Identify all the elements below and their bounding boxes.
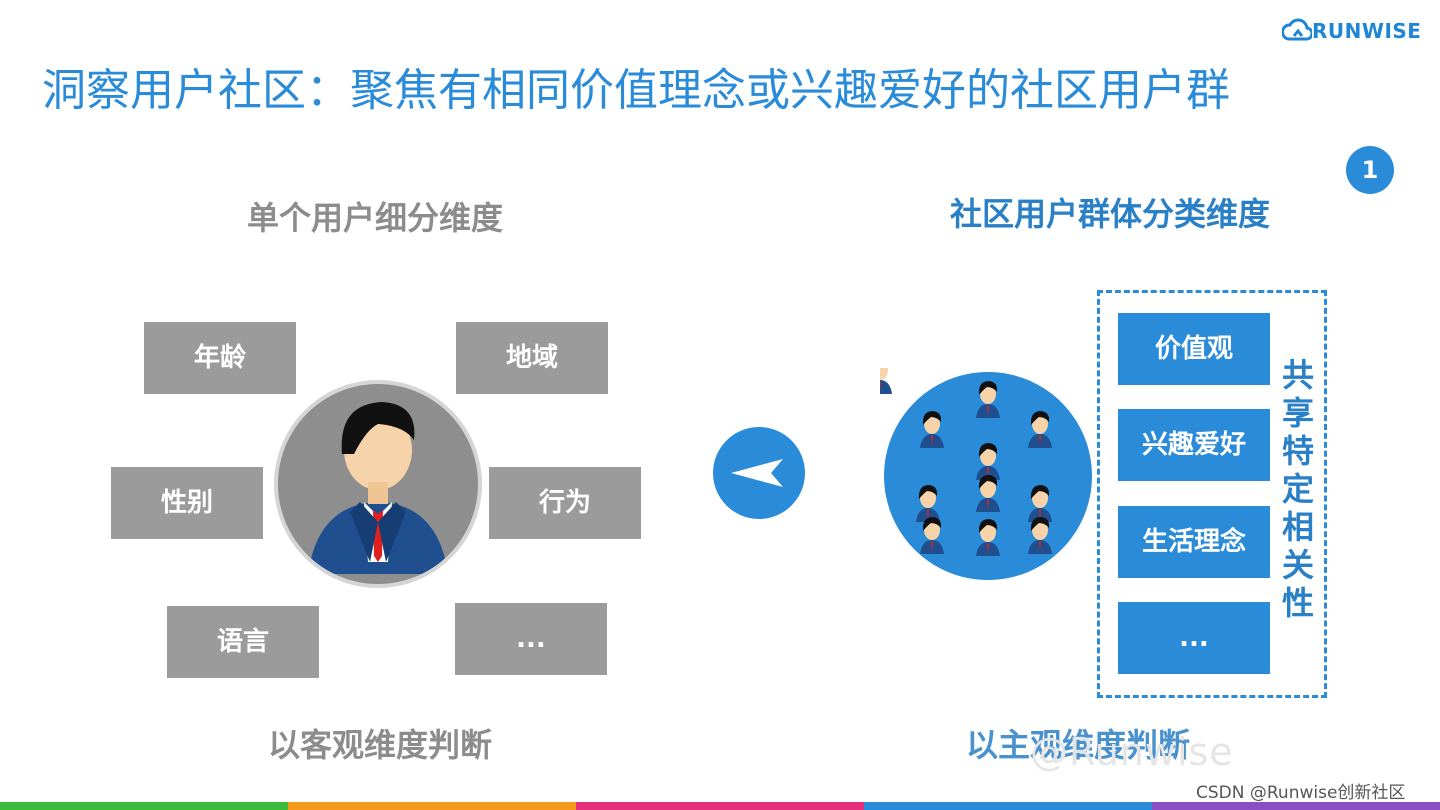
logo-text: RUNWISE [1312,19,1422,43]
strip-segment [1152,802,1440,810]
single-user-avatar [268,374,488,594]
shared-relevance-label: 共享特定相关性 [1281,356,1314,622]
user-group-avatar [868,357,1096,584]
dimension-box-more: ... [455,603,607,675]
runwise-logo: RUNWISE [1282,16,1421,48]
page-title: 洞察用户社区：聚焦有相同价值理念或兴趣爱好的社区用户群 [42,65,1230,116]
arrow-right-icon [711,425,807,521]
dimension-box-age: 年龄 [144,322,296,394]
dimension-box-region: 地域 [456,322,608,394]
strip-segment [0,802,288,810]
group-dimensions-frame [1097,290,1327,698]
right-section-footer: 以主观维度判断 [966,726,1191,764]
strip-segment [864,802,1152,810]
left-section-footer: 以客观维度判断 [267,726,492,764]
bottom-color-strip [0,802,1440,810]
group-box-more: ... [1118,602,1270,674]
left-section-heading: 单个用户细分维度 [246,199,503,237]
dimension-box-gender: 性别 [111,467,263,539]
mini-person-icon [868,357,892,394]
step-number-badge: 1 [1346,146,1394,194]
strip-segment [576,802,864,810]
group-box-values: 价值观 [1118,313,1270,385]
group-box-lifestyle: 生活理念 [1118,506,1270,578]
watermark-text: @Runwise [1030,730,1234,774]
cloud-icon [1282,18,1312,41]
dimension-box-language: 语言 [167,606,319,678]
strip-segment [288,802,576,810]
source-credit: CSDN @Runwise创新社区 [1196,783,1406,803]
right-section-heading: 社区用户群体分类维度 [949,195,1270,233]
dimension-box-behavior: 行为 [489,467,641,539]
group-box-interests: 兴趣爱好 [1118,409,1270,481]
